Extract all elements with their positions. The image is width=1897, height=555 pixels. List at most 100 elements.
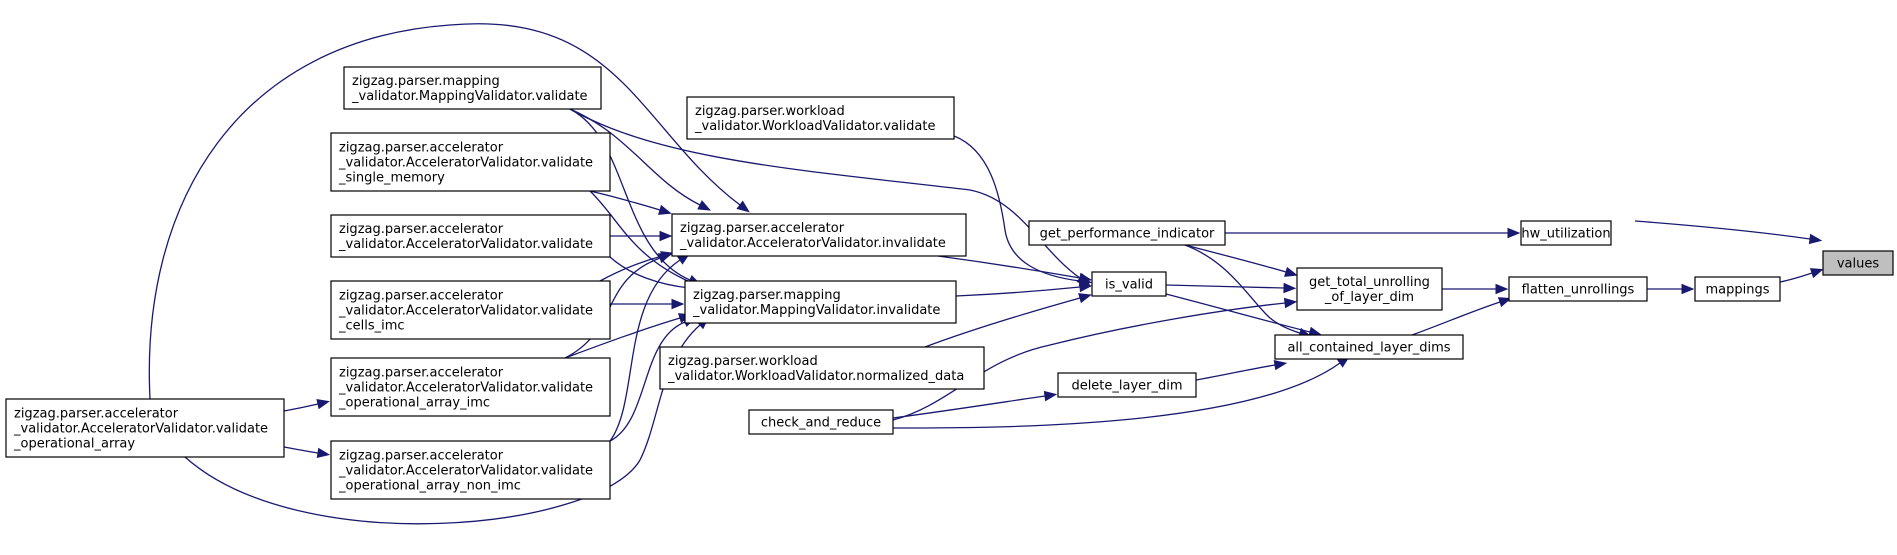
node-box xyxy=(684,280,957,324)
node-acc-invalidate[interactable]: zigzag.parser.accelerator_validator.Acce… xyxy=(671,213,967,257)
edge-line xyxy=(609,259,681,442)
arrowhead-icon xyxy=(1043,390,1058,402)
node-box xyxy=(1694,276,1781,302)
node-workload-validate[interactable]: zigzag.parser.workload_validator.Workloa… xyxy=(686,96,955,140)
node-label: zigzag.parser.accelerator xyxy=(14,407,179,422)
edge-line xyxy=(283,403,319,412)
node-box xyxy=(330,440,611,500)
node-box xyxy=(1057,372,1197,398)
node-acc-validate-op-array-non-imc[interactable]: zigzag.parser.accelerator_validator.Acce… xyxy=(330,440,611,500)
edge-line xyxy=(589,190,661,211)
node-label: _single_memory xyxy=(338,171,445,186)
node-label: zigzag.parser.workload xyxy=(668,354,818,369)
node-label: _validator.WorkloadValidator.validate xyxy=(694,119,935,134)
edge-acc-validate-to-acc-invalidate xyxy=(610,230,673,242)
node-label: get_performance_indicator xyxy=(1040,227,1215,242)
node-all-contained-layer-dims[interactable]: all_contained_layer_dims xyxy=(1274,334,1464,360)
node-label: zigzag.parser.mapping xyxy=(693,288,841,303)
node-label: delete_layer_dim xyxy=(1071,379,1182,394)
node-label: _validator.AcceleratorValidator.validate xyxy=(338,237,593,252)
node-label: zigzag.parser.workload xyxy=(695,104,845,119)
node-mappings[interactable]: mappings xyxy=(1694,276,1781,302)
edge-is-valid-to-get-total-unrolling-of-layer-dim xyxy=(1165,282,1297,294)
edge-map-validate-to-acc-invalidate xyxy=(569,108,711,211)
edge-acc-validate-cells-imc-to-map-invalidate xyxy=(609,298,685,310)
node-flatten-unrollings[interactable]: flatten_unrollings xyxy=(1508,276,1648,302)
edge-acc-validate-op-array-to-acc-validate-op-array-imc xyxy=(283,398,330,412)
node-box xyxy=(1091,271,1167,297)
edge-line xyxy=(609,321,686,442)
node-label: mappings xyxy=(1705,283,1769,298)
edge-line xyxy=(599,255,663,282)
node-label: _validator.WorkloadValidator.normalized_… xyxy=(667,369,964,384)
edge-line xyxy=(892,362,1341,429)
arrowhead-icon xyxy=(1497,297,1512,308)
edge-map-invalidate-to-is-valid xyxy=(955,281,1093,297)
node-label: _validator.AcceleratorValidator.validate xyxy=(338,381,593,396)
edge-line xyxy=(609,256,691,289)
node-is-valid[interactable]: is_valid xyxy=(1091,271,1167,297)
node-acc-validate[interactable]: zigzag.parser.accelerator_validator.Acce… xyxy=(330,214,611,258)
node-box xyxy=(330,132,611,192)
edge-check-and-reduce-to-delete-layer-dim xyxy=(892,390,1058,419)
edge-acc-validate-op-array-to-acc-invalidate xyxy=(148,23,750,400)
node-box xyxy=(1296,267,1443,311)
node-values[interactable]: values xyxy=(1822,250,1894,276)
edge-line xyxy=(892,395,1046,419)
node-acc-validate-cells-imc[interactable]: zigzag.parser.accelerator_validator.Acce… xyxy=(330,280,611,340)
edge-line xyxy=(924,297,1081,348)
arrowhead-icon xyxy=(1078,293,1092,304)
edge-get-performance-indicator-to-hw-utilization xyxy=(1225,227,1521,239)
node-label: check_and_reduce xyxy=(761,416,881,431)
node-acc-validate-op-array-imc[interactable]: zigzag.parser.accelerator_validator.Acce… xyxy=(330,357,611,417)
node-label: zigzag.parser.accelerator xyxy=(339,141,504,156)
node-check-and-reduce[interactable]: check_and_reduce xyxy=(748,409,894,435)
node-acc-validate-single-memory[interactable]: zigzag.parser.accelerator_validator.Acce… xyxy=(330,132,611,192)
node-label: zigzag.parser.accelerator xyxy=(339,222,504,237)
node-label: get_total_unrolling xyxy=(1309,275,1430,290)
node-label: _operational_array xyxy=(13,437,135,452)
node-label: zigzag.parser.accelerator xyxy=(339,366,504,381)
arrowhead-icon xyxy=(1283,282,1297,294)
node-map-validate[interactable]: zigzag.parser.mapping_validator.MappingV… xyxy=(343,66,602,110)
node-label: all_contained_layer_dims xyxy=(1287,341,1450,356)
node-acc-validate-op-array[interactable]: zigzag.parser.accelerator_validator.Acce… xyxy=(5,398,285,458)
edge-hw-utilization-to-values xyxy=(1634,220,1823,245)
node-label: hw_utilization xyxy=(1521,227,1610,242)
edge-workload-validate-to-is-valid xyxy=(953,135,1093,287)
edge-line xyxy=(953,135,1081,282)
arrowhead-icon xyxy=(1507,227,1521,239)
node-delete-layer-dim[interactable]: delete_layer_dim xyxy=(1057,372,1197,398)
arrowhead-icon xyxy=(1809,268,1824,279)
node-map-invalidate[interactable]: zigzag.parser.mapping_validator.MappingV… xyxy=(684,280,957,324)
edge-get-total-unrolling-of-layer-dim-to-flatten-unrollings xyxy=(1442,283,1509,295)
edge-line xyxy=(937,255,1081,279)
edge-line xyxy=(569,108,691,281)
node-label: _validator.AcceleratorValidator.validate xyxy=(338,304,593,319)
node-label: is_valid xyxy=(1105,278,1153,293)
node-box xyxy=(671,213,967,257)
edge-mappings-to-values xyxy=(1779,268,1824,283)
arrowhead-icon xyxy=(316,398,330,410)
edge-line xyxy=(564,317,681,359)
node-box xyxy=(686,96,955,140)
edge-line xyxy=(1779,272,1813,283)
node-label: _cells_imc xyxy=(338,319,405,334)
edge-get-performance-indicator-to-get-total-unrolling-of-layer-dim xyxy=(1184,244,1298,277)
node-label: zigzag.parser.mapping xyxy=(352,74,500,89)
node-label: zigzag.parser.accelerator xyxy=(339,449,504,464)
node-get-performance-indicator[interactable]: get_performance_indicator xyxy=(1028,220,1226,246)
edge-all-contained-layer-dims-to-flatten-unrollings xyxy=(1411,297,1512,336)
node-hw-utilization[interactable]: hw_utilization xyxy=(1520,220,1612,246)
node-workload-normalized[interactable]: zigzag.parser.workload_validator.Workloa… xyxy=(659,346,985,390)
node-label: _of_layer_dim xyxy=(1324,290,1414,305)
edge-delete-layer-dim-to-all-contained-layer-dims xyxy=(1195,359,1288,381)
node-label: values xyxy=(1837,257,1880,272)
node-box xyxy=(659,346,985,390)
node-label: _validator.AcceleratorValidator.validate xyxy=(13,422,268,437)
node-get-total-unrolling-of-layer-dim[interactable]: get_total_unrolling_of_layer_dim xyxy=(1296,267,1443,311)
node-label: zigzag.parser.accelerator xyxy=(680,221,845,236)
edge-line xyxy=(1165,284,1285,289)
edge-line xyxy=(892,302,1286,421)
